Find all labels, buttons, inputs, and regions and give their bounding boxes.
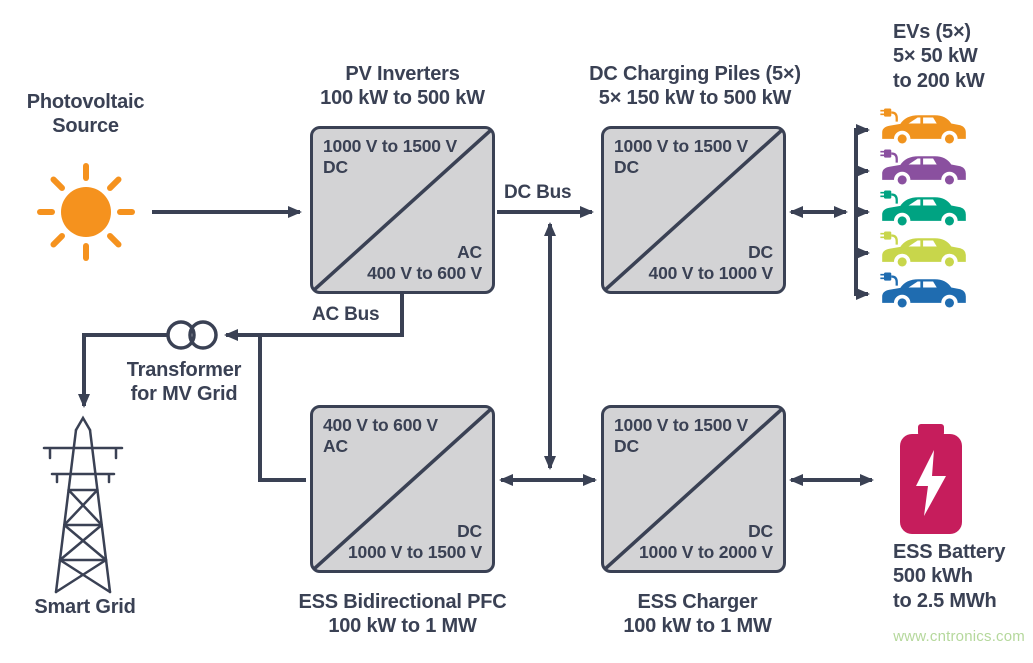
ess-pfc-block: 400 V to 600 V AC DC 1000 V to 1500 V [310, 405, 495, 573]
pv-block-dc-side: 1000 V to 1500 V DC [323, 136, 457, 177]
arrow-acbus-to-transformer [224, 294, 404, 341]
arrow-transformer-to-grid [78, 333, 168, 408]
ess-charger-title: ESS Charger 100 kW to 1 MW [623, 591, 772, 638]
sun-icon [37, 163, 135, 261]
ess-battery-label: ESS Battery 500 kWh to 2.5 MWh [893, 541, 1006, 612]
ev-car-1 [879, 107, 968, 148]
ess-pfc-title: ESS Bidirectional PFC 100 kW to 1 MW [298, 591, 507, 638]
pfc-block-dc-side: DC 1000 V to 1500 V [348, 521, 482, 562]
transformer-icon [166, 320, 218, 350]
pv-block-ac-side: AC 400 V to 600 V [367, 242, 482, 283]
ev-car-3 [879, 189, 968, 230]
chg-block-input-side: 1000 V to 1500 V DC [614, 415, 748, 456]
pv-inverter-block: 1000 V to 1500 V DC AC 400 V to 600 V [310, 126, 495, 294]
connector-arrows [78, 124, 874, 486]
smart-grid-label: Smart Grid [34, 596, 136, 618]
pv-inverters-title: PV Inverters 100 kW to 500 kW [320, 63, 485, 110]
chg-block-output-side: DC 1000 V to 2000 V [639, 521, 773, 562]
line-acbus-to-pfc [258, 335, 306, 482]
ev-car-4 [879, 230, 968, 271]
battery-icon [900, 424, 962, 534]
dc-charging-piles-title: DC Charging Piles (5×) 5× 150 kW to 500 … [589, 63, 801, 110]
transformer-label: Transformer for MV Grid [126, 359, 242, 406]
evs-label: EVs (5×) 5× 50 kW to 200 kW [893, 21, 985, 92]
ev-car-2 [879, 148, 968, 189]
watermark: www.cntronics.com [893, 628, 1025, 645]
pfc-block-ac-side: 400 V to 600 V AC [323, 415, 438, 456]
transmission-tower-icon [42, 415, 124, 594]
ac-bus-label: AC Bus [312, 304, 380, 325]
pv-source-label: Photovoltaic Source [26, 91, 145, 138]
dc-charging-pile-block: 1000 V to 1500 V DC DC 400 V to 1000 V [601, 126, 786, 294]
ess-charger-block: 1000 V to 1500 V DC DC 1000 V to 2000 V [601, 405, 786, 573]
dc-bus-label: DC Bus [504, 182, 572, 203]
dcp-block-output-side: DC 400 V to 1000 V [648, 242, 774, 283]
dcp-block-input-side: 1000 V to 1500 V DC [614, 136, 748, 177]
ev-car-5 [879, 271, 968, 312]
